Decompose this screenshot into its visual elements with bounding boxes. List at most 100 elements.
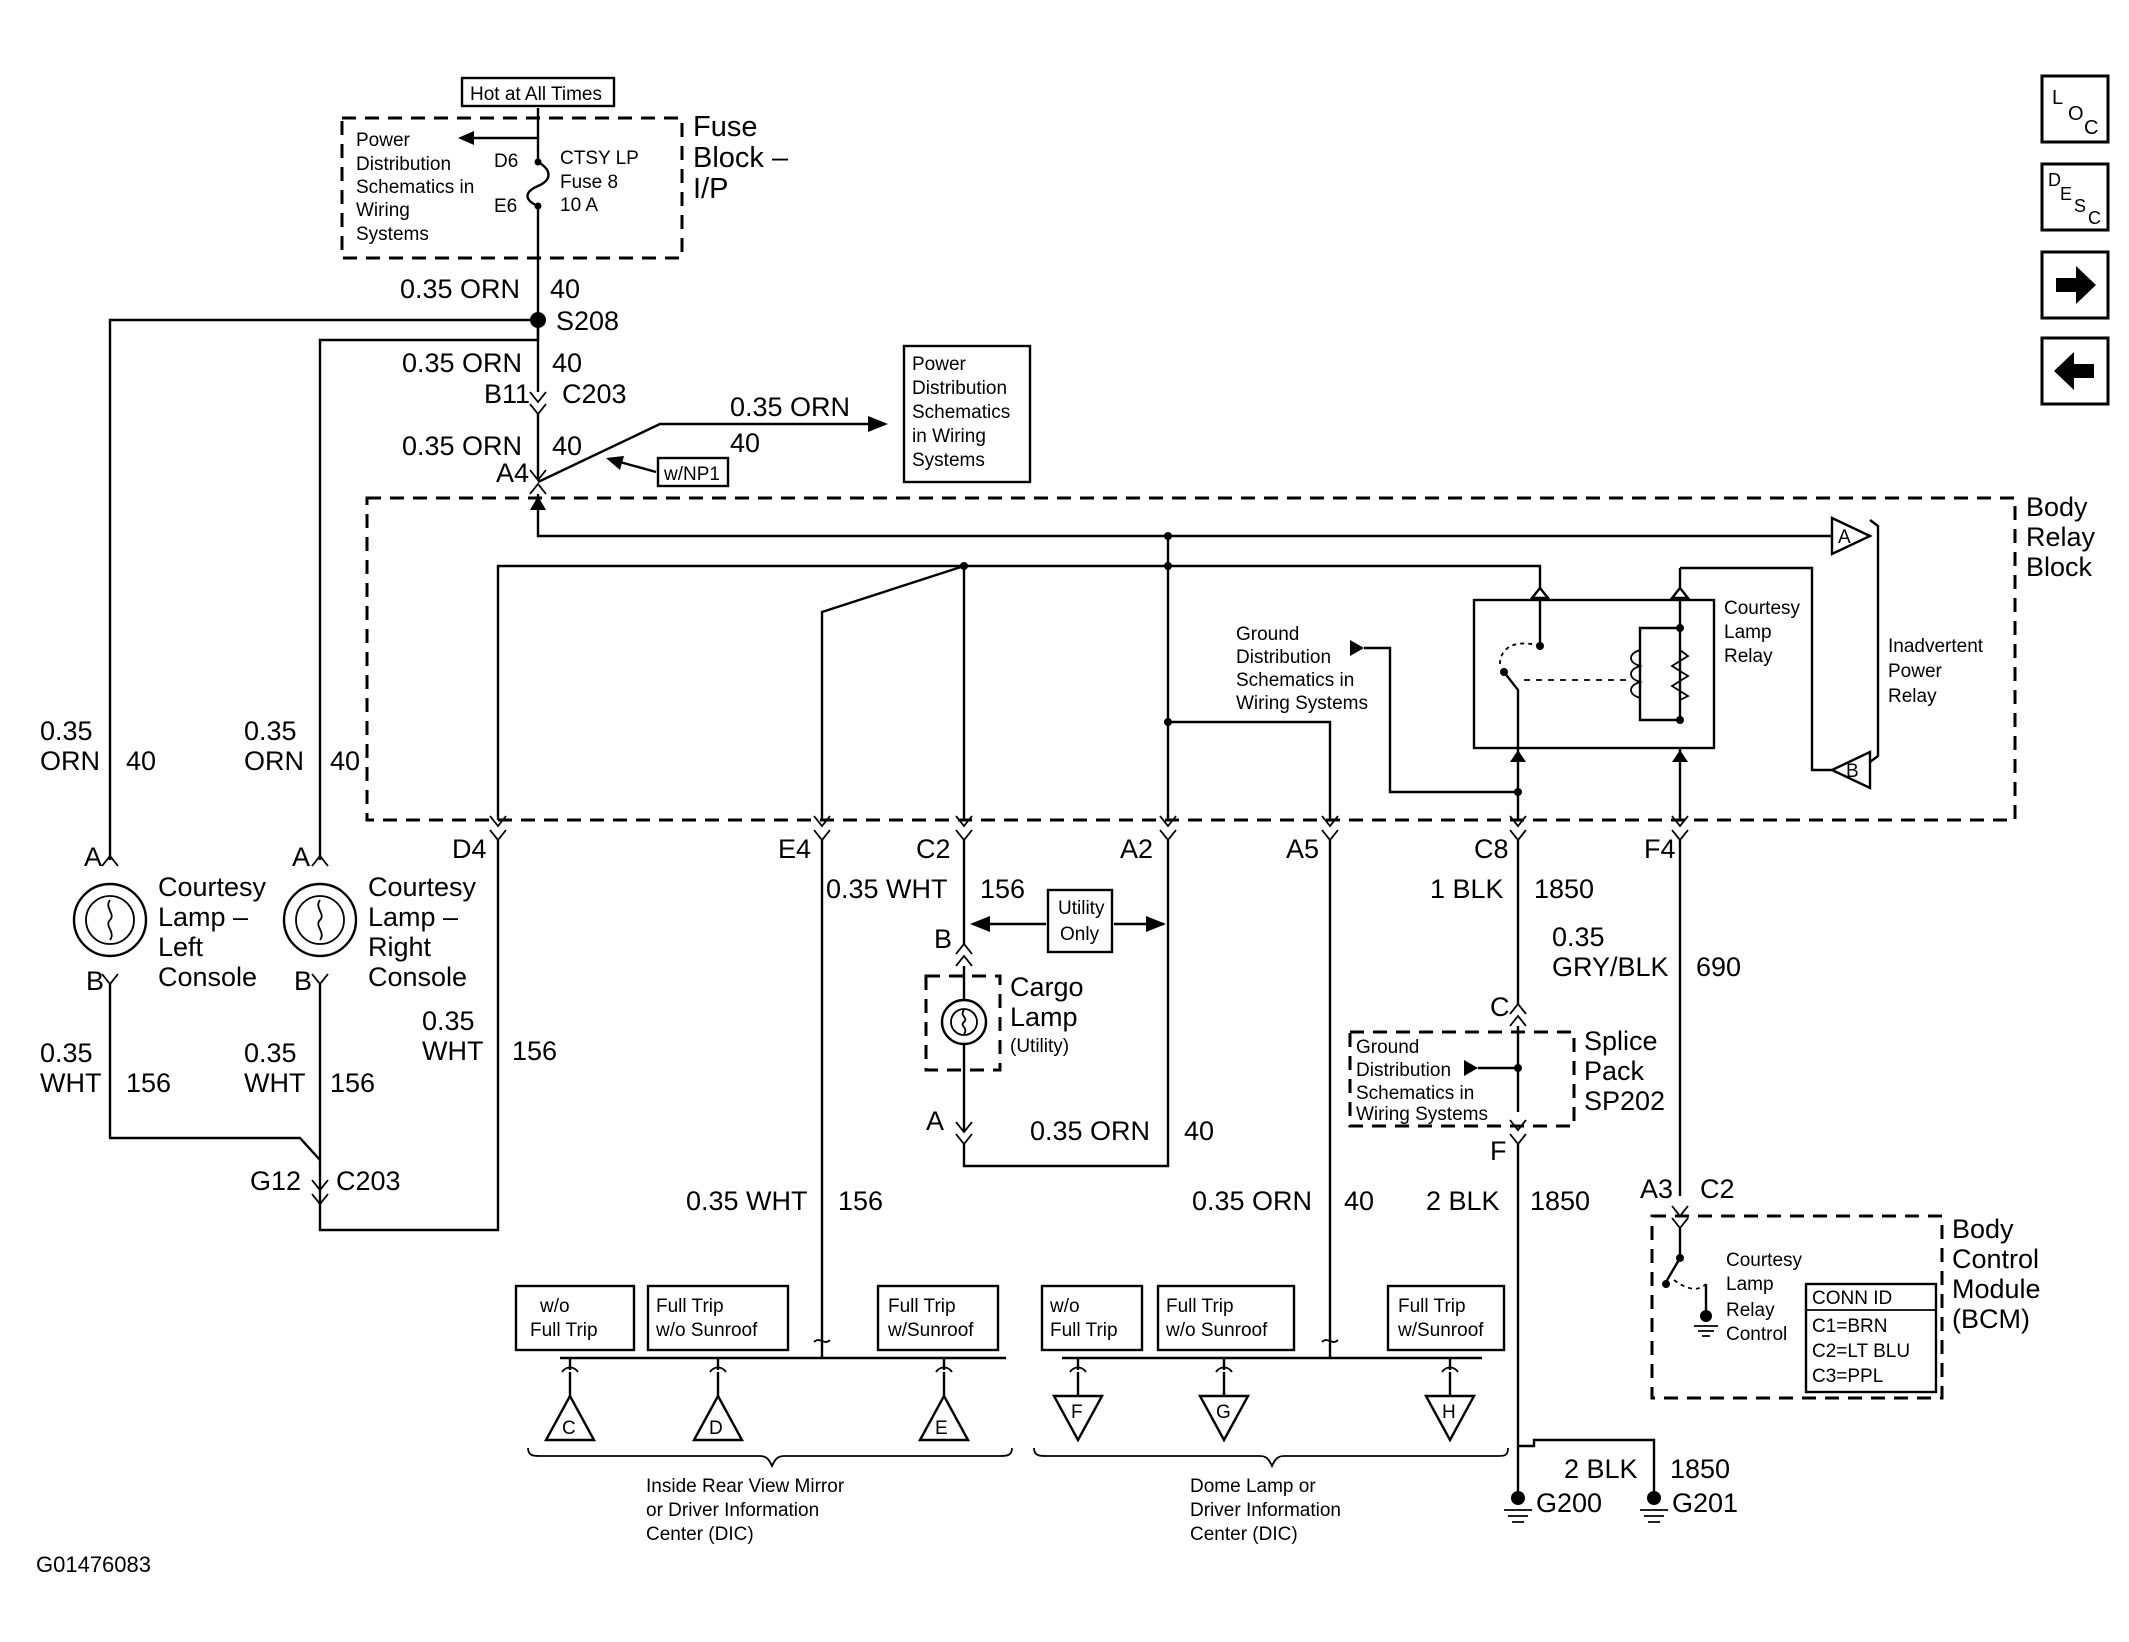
svg-text:Ground: Ground <box>1356 1037 1419 1058</box>
svg-text:I/P: I/P <box>693 173 728 205</box>
previous-page-button[interactable] <box>2040 336 2110 406</box>
svg-text:Power: Power <box>1888 661 1943 682</box>
fuse-pin-d6: D6 <box>494 151 518 172</box>
connector-a4-symbol <box>529 469 547 495</box>
svg-text:0.35 ORN: 0.35 ORN <box>1192 1186 1312 1216</box>
svg-text:Courtesy: Courtesy <box>1724 598 1801 619</box>
svg-text:B: B <box>294 966 312 996</box>
wire-label-orn-2: 0.35 ORN <box>402 348 522 378</box>
svg-text:Only: Only <box>1060 924 1100 945</box>
svg-text:Distribution: Distribution <box>356 154 451 175</box>
svg-text:Relay: Relay <box>1888 686 1937 707</box>
bcm-label: Body Control Module (BCM) <box>1952 1214 2041 1334</box>
svg-text:Relay: Relay <box>2026 522 2096 552</box>
svg-text:WHT: WHT <box>40 1068 101 1098</box>
svg-text:WHT: WHT <box>422 1036 483 1066</box>
cargo-lamp <box>940 998 988 1046</box>
connector-c203-top-symbol <box>529 391 547 416</box>
mirror-triangle-d <box>691 1393 745 1442</box>
svg-text:156: 156 <box>512 1036 557 1066</box>
relay-resistor-icon <box>1670 649 1690 701</box>
fuse-name: CTSY LP Fuse 8 10 A <box>560 148 639 216</box>
svg-text:Right: Right <box>368 932 432 962</box>
pin-f4: F4 <box>1644 834 1676 864</box>
svg-text:0.35 WHT: 0.35 WHT <box>686 1186 808 1216</box>
svg-text:1 BLK: 1 BLK <box>1430 874 1504 904</box>
svg-text:C2=LT BLU: C2=LT BLU <box>1812 1341 1910 1362</box>
svg-text:w/o Sunroof: w/o Sunroof <box>655 1320 758 1341</box>
svg-text:SP202: SP202 <box>1584 1086 1665 1116</box>
svg-text:Console: Console <box>368 962 467 992</box>
svg-text:Lamp: Lamp <box>1726 1274 1774 1295</box>
svg-text:Courtesy: Courtesy <box>368 872 477 902</box>
svg-text:Full Trip: Full Trip <box>1166 1296 1234 1317</box>
svg-text:Wiring: Wiring <box>356 200 410 221</box>
svg-text:C2: C2 <box>1700 1174 1735 1204</box>
ground-distribution-reference-1: Ground Distribution Schematics in Wiring… <box>1236 624 1368 714</box>
svg-text:C: C <box>2084 117 2098 139</box>
np1-option-label: w/NP1 <box>663 464 720 485</box>
svg-text:Block –: Block – <box>693 142 789 174</box>
cargo-lamp-label: Cargo Lamp (Utility) <box>1010 972 1084 1057</box>
body-control-module <box>1650 1214 1944 1400</box>
svg-text:Lamp –: Lamp – <box>158 902 248 932</box>
next-page-button[interactable] <box>2040 250 2110 320</box>
svg-text:156: 156 <box>330 1068 375 1098</box>
conn-id-text: CONN ID C1=BRN C2=LT BLU C3=PPL <box>1812 1288 1910 1387</box>
courtesy-lamp-left <box>72 854 148 986</box>
svg-text:w/Sunroof: w/Sunroof <box>1397 1320 1484 1341</box>
svg-text:0.35: 0.35 <box>1552 922 1605 952</box>
svg-text:F: F <box>1071 1402 1083 1423</box>
svg-text:GRY/BLK: GRY/BLK <box>1552 952 1669 982</box>
splice-pack-sp202 <box>1348 1030 1576 1128</box>
svg-text:Full Trip: Full Trip <box>1398 1296 1466 1317</box>
svg-text:D: D <box>709 1418 723 1439</box>
svg-text:Fuse 8: Fuse 8 <box>560 172 618 193</box>
svg-text:Systems: Systems <box>912 450 985 471</box>
svg-text:O: O <box>2068 103 2084 125</box>
svg-text:Cargo: Cargo <box>1010 972 1084 1002</box>
fuse-pin-e6: E6 <box>494 196 517 217</box>
svg-text:Full Trip: Full Trip <box>888 1296 956 1317</box>
bcm-ground-icon <box>1694 1310 1718 1337</box>
svg-text:40: 40 <box>1344 1186 1374 1216</box>
svg-text:Pack: Pack <box>1584 1056 1645 1086</box>
svg-text:CONN ID: CONN ID <box>1812 1288 1892 1309</box>
svg-text:C: C <box>562 1418 576 1439</box>
svg-text:156: 156 <box>126 1068 171 1098</box>
power-distribution-reference-top: Power Distribution Schematics in Wiring … <box>356 130 474 245</box>
svg-text:B: B <box>86 966 104 996</box>
inadvertent-power-relay-label: Inadvertent Power Relay <box>1888 636 1984 707</box>
courtesy-lamp-right <box>282 854 358 986</box>
svg-text:G: G <box>1216 1402 1231 1423</box>
svg-text:Module: Module <box>1952 1274 2041 1304</box>
svg-text:(Utility): (Utility) <box>1010 1036 1069 1057</box>
svg-text:Inside Rear View Mirror: Inside Rear View Mirror <box>646 1476 845 1497</box>
svg-text:w/o Sunroof: w/o Sunroof <box>1165 1320 1268 1341</box>
svg-text:w/Sunroof: w/Sunroof <box>887 1320 974 1341</box>
pin-e4: E4 <box>778 834 811 864</box>
pin-a2: A2 <box>1120 834 1153 864</box>
conn-id-table <box>1804 1282 1938 1394</box>
loc-button[interactable]: L O C <box>2040 74 2110 144</box>
splice-s208-label: S208 <box>556 306 619 336</box>
svg-text:Center (DIC): Center (DIC) <box>646 1524 754 1545</box>
svg-text:F: F <box>1490 1136 1507 1166</box>
ground-distribution-reference-2: Ground Distribution Schematics in Wiring… <box>1356 1037 1488 1125</box>
svg-text:156: 156 <box>980 874 1025 904</box>
svg-text:Center (DIC): Center (DIC) <box>1190 1524 1298 1545</box>
svg-text:Splice: Splice <box>1584 1026 1658 1056</box>
svg-text:Schematics in: Schematics in <box>1356 1083 1474 1104</box>
desc-button[interactable]: D E S C <box>2040 162 2110 232</box>
svg-text:G12: G12 <box>250 1166 301 1196</box>
svg-text:40: 40 <box>126 746 156 776</box>
connector-c203-top: C203 <box>562 379 627 409</box>
svg-text:in Wiring: in Wiring <box>912 426 986 447</box>
svg-text:L: L <box>2052 87 2063 109</box>
svg-text:40: 40 <box>1184 1116 1214 1146</box>
svg-text:Control: Control <box>1726 1324 1787 1345</box>
svg-text:Left: Left <box>158 932 204 962</box>
ground-g201-icon <box>1640 1491 1668 1523</box>
utility-only-label: Utility Only <box>1058 898 1105 945</box>
